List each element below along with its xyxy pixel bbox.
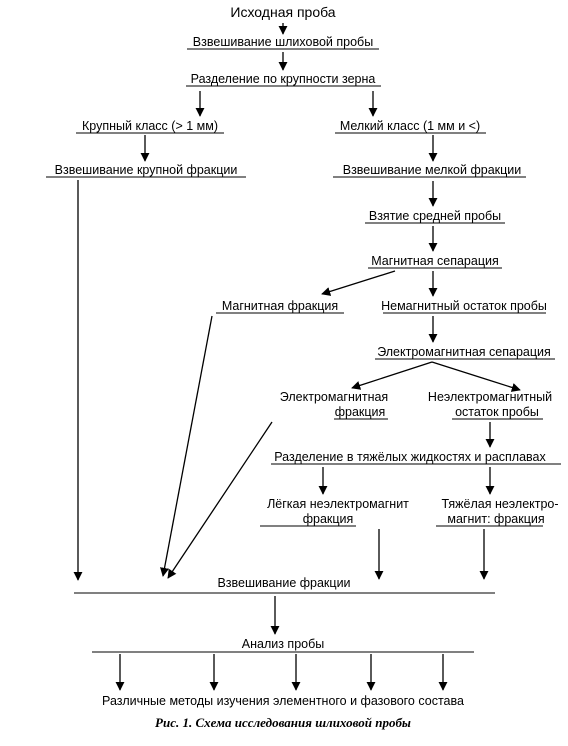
figure-caption: Рис. 1. Схема исследования шлиховой проб… <box>155 715 411 730</box>
diagram-title: Исходная проба <box>230 4 335 20</box>
node-weigh-fine: Взвешивание мелкой фракции <box>343 163 522 177</box>
flow-arrows <box>73 23 521 691</box>
node-weigh-fraction: Взвешивание фракции <box>217 576 350 590</box>
node-heavy-fraction-line1: Тяжёлая неэлектро- <box>441 497 558 511</box>
node-heavy-fraction-line2: магнит: фракция <box>447 512 544 526</box>
node-magnetic-fraction: Магнитная фракция <box>222 299 338 313</box>
label-underlines <box>46 48 561 653</box>
node-coarse-class: Крупный класс (> 1 мм) <box>82 119 218 133</box>
node-fine-class: Мелкий класс (1 мм и <) <box>340 119 480 133</box>
node-nonmagnetic-residue: Немагнитный остаток пробы <box>381 299 547 313</box>
node-electromagnetic-separation: Электромагнитная сепарация <box>377 345 551 359</box>
node-em-fraction-line1: Электромагнитная <box>280 390 388 404</box>
arrow-magnetic-to-magfraction <box>321 270 396 296</box>
node-analysis: Анализ пробы <box>242 637 325 651</box>
node-nonem-residue-line1: Неэлектромагнитный <box>428 390 552 404</box>
arrow-em-fraction-to-weigh-fraction <box>167 421 273 579</box>
arrow-em-separation-to-em-fraction <box>351 361 433 390</box>
node-magnetic-separation: Магнитная сепарация <box>371 254 499 268</box>
node-nonem-residue-line2: остаток пробы <box>455 405 539 419</box>
node-light-fraction-line1: Лёгкая неэлектромагнит <box>267 497 409 511</box>
arrow-em-separation-to-nonem <box>431 361 521 392</box>
arrow-magfraction-to-weigh-fraction <box>160 315 213 577</box>
node-methods: Различные методы изучения элементного и … <box>102 694 464 708</box>
node-weigh-sample: Взвешивание шлиховой пробы <box>193 35 373 49</box>
node-average-sample: Взятие средней пробы <box>369 209 501 223</box>
node-heavy-liquids: Разделение в тяжёлых жидкостях и расплав… <box>274 450 546 464</box>
node-weigh-coarse: Взвешивание крупной фракции <box>55 163 238 177</box>
node-em-fraction-line2: фракция <box>335 405 386 419</box>
node-light-fraction-line2: фракция <box>303 512 354 526</box>
node-grain-size-separation: Разделение по крупности зерна <box>191 72 376 86</box>
